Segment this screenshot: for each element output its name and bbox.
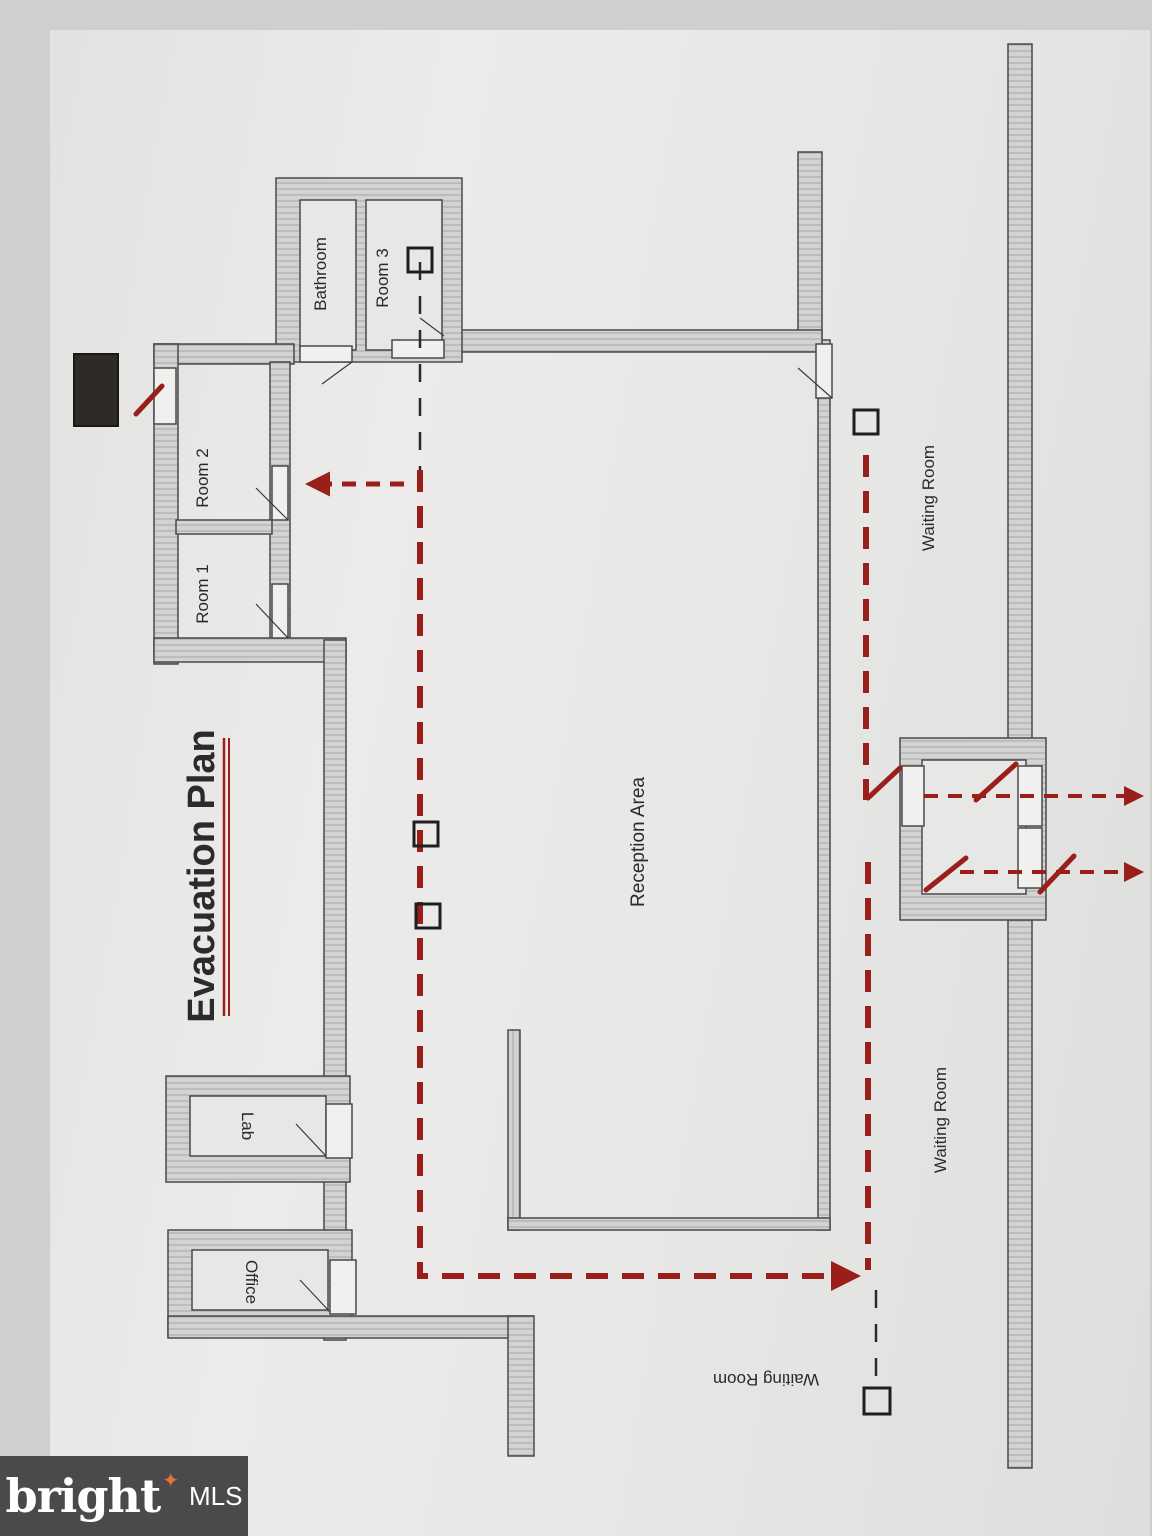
vestibule-door-1 <box>901 765 925 827</box>
label-office: Office <box>242 1260 261 1304</box>
top-corridor-wall <box>439 329 823 353</box>
label-room1: Room 1 <box>193 564 212 624</box>
marker-top-right <box>852 408 880 436</box>
marker-room3 <box>406 246 434 274</box>
watermark-badge: bright ✦ MLS <box>0 1456 248 1536</box>
marker-squares <box>406 246 892 1416</box>
room-divider <box>175 519 273 535</box>
marker-bottom <box>862 1386 892 1416</box>
room1-bottom-wall <box>153 637 347 663</box>
label-room2: Room 2 <box>193 448 212 508</box>
label-bathroom: Bathroom <box>311 237 330 311</box>
reception-l-vertical <box>507 1029 521 1231</box>
marker-left-2 <box>414 902 442 930</box>
watermark-brand: bright <box>5 1469 162 1523</box>
label-lab: Lab <box>238 1112 257 1140</box>
walls <box>153 43 1047 1469</box>
reception-l-horizontal <box>507 1217 831 1231</box>
label-waiting-top: Waiting Room <box>919 445 938 551</box>
label-waiting-mid: Waiting Room <box>931 1067 950 1173</box>
room3-door <box>391 339 445 359</box>
marker-left-1 <box>412 820 440 848</box>
route-left <box>417 470 861 1291</box>
reception-wall-right <box>817 339 831 1231</box>
lab-door <box>325 1103 353 1159</box>
label-waiting-bottom: Waiting Room <box>713 1370 819 1389</box>
plan-title: Evacuation Plan <box>181 729 223 1023</box>
exit-sign: EXIT <box>73 353 119 427</box>
office-door <box>329 1259 357 1315</box>
reception-door <box>815 343 833 399</box>
bathroom-door <box>299 345 353 363</box>
door-swings <box>255 317 833 1313</box>
doors <box>153 339 1043 1315</box>
bottom-wall <box>167 1315 533 1339</box>
bathroom-inner <box>299 199 357 351</box>
label-room3: Room 3 <box>373 248 392 308</box>
route-paths <box>305 262 1144 1380</box>
office-inner <box>191 1249 329 1311</box>
plan-title-group: Evacuation Plan <box>181 729 230 1023</box>
room2-door <box>271 465 289 521</box>
star-icon: ✦ <box>162 1469 180 1492</box>
exit-door <box>153 367 177 425</box>
lab-inner <box>189 1095 327 1157</box>
label-reception: Reception Area <box>628 777 649 907</box>
bottom-left-stub <box>507 1315 535 1457</box>
exit-sign-label: EXIT <box>88 370 107 408</box>
vestibule-door-3 <box>1017 827 1043 889</box>
inner-wall-right-top <box>797 151 823 341</box>
watermark-suffix: MLS <box>189 1480 243 1511</box>
